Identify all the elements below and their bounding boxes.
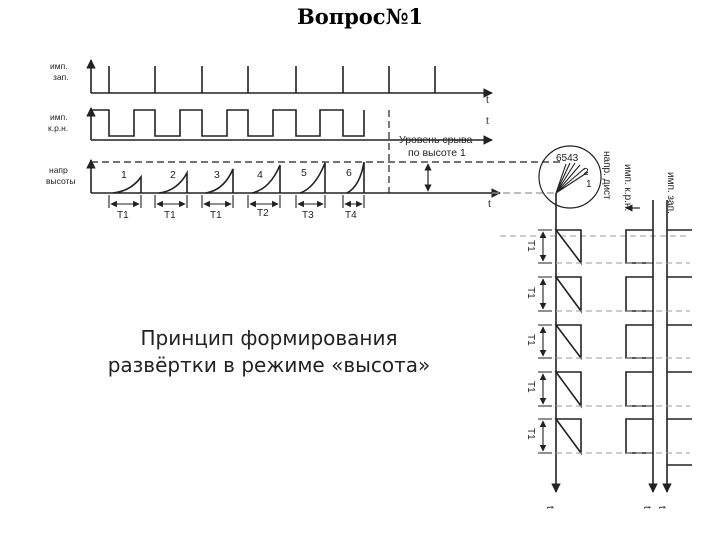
pulse-number-3: 3 (214, 169, 220, 181)
scope-sweep-triangles (554, 229, 582, 456)
sweep-curve-2 (158, 169, 188, 194)
caption-line-1: Принцип формирования (140, 326, 398, 350)
pulse-number-5: 5 (301, 167, 307, 179)
caption-line-2: развёртки в режиме «высота» (107, 353, 431, 377)
scope-label-imp-zap: имп. зап. (665, 172, 676, 214)
scope-label-imp-krn-1: имп. к.р.н. (622, 164, 633, 211)
period-label-6: T4 (345, 210, 357, 221)
sweep-curve-4 (251, 164, 281, 194)
row-label-imp-zap-1: имп. (50, 61, 68, 71)
sweep-curve-3 (205, 168, 234, 194)
pulse-number-4: 4 (257, 169, 263, 181)
start-pulses (108, 66, 436, 93)
scope-dashed-lines (556, 262, 690, 454)
scope-digit-1: 1 (586, 179, 592, 190)
t-label-2: t (486, 116, 489, 127)
scope-period-label-4: T1 (525, 381, 536, 393)
period-label-3: T1 (210, 210, 222, 221)
scope-start-pulses (667, 229, 692, 466)
level-label-2: по высоте 1 (408, 147, 466, 159)
page-title: Вопрос№1 (296, 4, 424, 29)
scope-circle (538, 145, 602, 209)
period-markers (108, 195, 365, 208)
period-label-2: T1 (164, 210, 176, 221)
scope-period-label-5: T1 (525, 428, 536, 440)
t-label-1: t (486, 95, 489, 106)
row-label-imp-krn-2: к.р.н. (48, 123, 68, 133)
pulse-number-6: 6 (346, 167, 352, 179)
timing-diagram-right: 6543 2 1 напр. дист имп. к.р.н. имп. зап… (492, 145, 692, 509)
period-label-5: T3 (302, 210, 314, 221)
row-label-imp-zap-2: зап. (53, 72, 69, 82)
t-label-3: t (488, 199, 491, 210)
row-label-napr-2: высоты (46, 176, 76, 186)
scope-period-markers (538, 229, 552, 454)
timing-diagram-left: имп. зап. имп. к.р.н. напр высоты t t t (46, 59, 560, 221)
sweep-curve-1 (112, 174, 142, 194)
scope-t-label-1: t (544, 506, 555, 509)
krn-pulses (91, 109, 365, 137)
period-label-4: T2 (257, 208, 269, 219)
row-label-imp-krn-1: имп. (50, 112, 68, 122)
diagram-caption: Принцип формирования развёртки в режиме … (84, 325, 454, 379)
scope-label-napr-dist: напр. дист (601, 151, 612, 200)
scope-digit-2: 2 (583, 167, 589, 178)
scope-period-label-1: T1 (525, 240, 536, 252)
pulse-number-1: 1 (121, 169, 127, 181)
scope-krn-pulses (625, 229, 653, 454)
period-label-1: T1 (117, 210, 129, 221)
scope-t-label-2: t (641, 506, 652, 509)
scope-period-label-3: T1 (525, 334, 536, 346)
sweep-curve-5 (299, 162, 326, 194)
scope-t-label-3: t (656, 506, 667, 509)
pulse-number-2: 2 (170, 169, 176, 181)
scope-fan-lines (555, 162, 589, 194)
scope-digits: 6543 (556, 153, 579, 164)
level-label-1: Уровень срыва (399, 134, 472, 146)
scope-period-label-2: T1 (525, 287, 536, 299)
sweep-curve-6 (346, 161, 365, 194)
row-label-napr-1: напр (49, 165, 68, 175)
